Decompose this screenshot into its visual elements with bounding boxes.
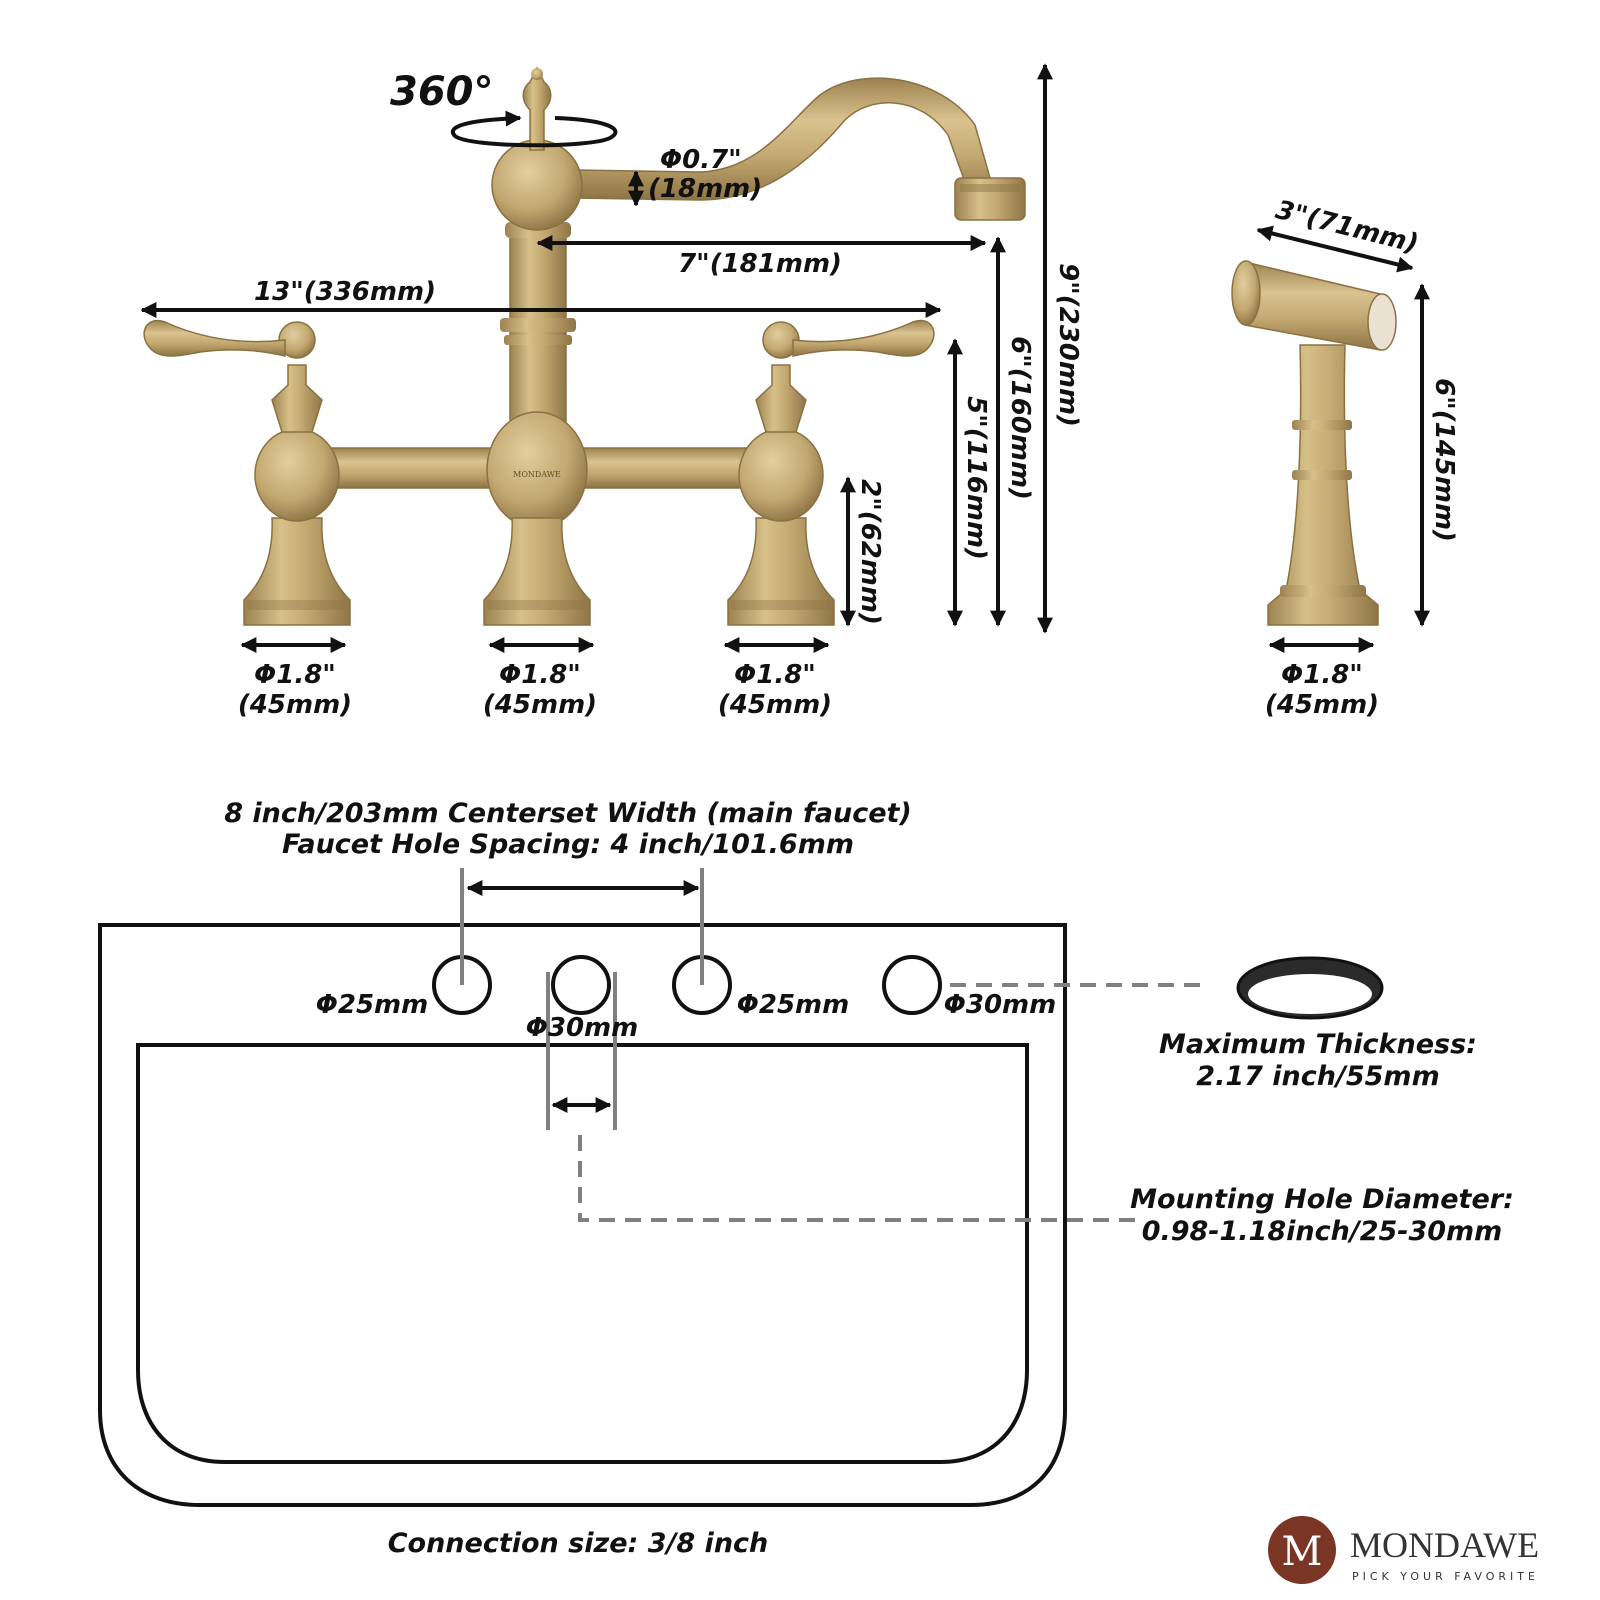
svg-text:7"(181mm): 7"(181mm) <box>678 249 842 279</box>
svg-text:(18mm): (18mm) <box>648 174 762 204</box>
connection-size-label: Connection size: 3/8 inch <box>388 1528 769 1559</box>
sink-basin <box>136 1043 1029 1464</box>
mounting-hole-line2: 0.98-1.18inch/25-30mm <box>1142 1216 1503 1247</box>
counter-thickness-ring <box>1236 956 1384 1020</box>
swivel-ball <box>491 139 583 231</box>
svg-text:(45mm): (45mm) <box>238 690 352 720</box>
center-base <box>483 517 591 626</box>
brand-monogram-circle <box>1268 1516 1336 1584</box>
svg-text:Φ1.8": Φ1.8" <box>734 660 816 690</box>
svg-text:(45mm): (45mm) <box>718 690 832 720</box>
svg-text:Φ1.8": Φ1.8" <box>1281 660 1363 690</box>
left-base <box>243 517 351 626</box>
spout-diameter-dim: Φ0.7" (18mm) <box>628 145 762 207</box>
centerset-width-label: 8 inch/203mm Centerset Width (main fauce… <box>224 798 912 829</box>
mounting-hole-line1: Mounting Hole Diameter: <box>1130 1184 1514 1215</box>
handle-height-dim: 5"(116mm) <box>947 338 991 627</box>
rotation-label: 360° <box>390 69 494 115</box>
sprayer-hole <box>882 955 942 1015</box>
right-handle <box>738 319 935 522</box>
svg-text:6"(160mm): 6"(160mm) <box>1005 336 1035 500</box>
max-thickness-line2: 2.17 inch/55mm <box>1196 1061 1439 1092</box>
svg-text:3"(71mm): 3"(71mm) <box>1273 195 1422 259</box>
svg-text:6"(145mm): 6"(145mm) <box>1429 378 1459 542</box>
max-thickness-line1: Maximum Thickness: <box>1159 1029 1477 1060</box>
right-base <box>727 517 835 626</box>
svg-text:5"(116mm): 5"(116mm) <box>961 396 991 560</box>
hole-spacing-label: Faucet Hole Spacing: 4 inch/101.6mm <box>282 829 854 860</box>
brand-tagline: PICK YOUR FAVORITE <box>1352 1570 1539 1583</box>
faucet-hole-center <box>551 955 611 1015</box>
sink-diagram: 8 inch/203mm Centerset Width (main fauce… <box>98 798 1514 1559</box>
rotation-indicator: 360° <box>390 69 618 148</box>
base-diameter-center: Φ1.8" (45mm) <box>483 637 597 720</box>
base-diameter-left: Φ1.8" (45mm) <box>238 637 352 720</box>
brand-name: MONDAWE <box>1350 1525 1539 1565</box>
hole-4-diameter: Φ30mm <box>944 990 1056 1020</box>
spray-head <box>1367 293 1397 351</box>
hole-2-diameter: Φ30mm <box>526 1013 638 1043</box>
svg-text:Φ1.8": Φ1.8" <box>254 660 336 690</box>
svg-text:(45mm): (45mm) <box>1265 690 1379 720</box>
brand-monogram: M <box>1282 1529 1323 1575</box>
sprayer-height-dim: 6"(145mm) <box>1414 283 1459 627</box>
spout-reach-dim: 7"(181mm) <box>536 235 987 279</box>
body-engraving: MONDAWE <box>513 470 561 479</box>
svg-text:13"(336mm): 13"(336mm) <box>254 277 436 307</box>
hole-3-diameter: Φ25mm <box>737 990 849 1020</box>
svg-text:2"(62mm): 2"(62mm) <box>855 479 885 625</box>
left-handle <box>143 319 340 522</box>
sink-outline <box>98 923 1067 1507</box>
svg-text:(45mm): (45mm) <box>483 690 597 720</box>
hole-1-diameter: Φ25mm <box>316 990 428 1020</box>
svg-text:Φ0.7": Φ0.7" <box>660 145 742 175</box>
total-height-dim: 9"(230mm) <box>1037 63 1083 634</box>
side-sprayer <box>1231 260 1397 626</box>
base-diameter-right: Φ1.8" (45mm) <box>718 637 832 720</box>
overall-width-dim: 13"(336mm) <box>140 277 942 318</box>
brand-logo: M MONDAWE PICK YOUR FAVORITE <box>1268 1516 1539 1584</box>
spout-height-dim: 6"(160mm) <box>990 236 1035 627</box>
bridge-faucet: MONDAWE <box>143 66 1026 626</box>
finial <box>522 66 552 151</box>
base-height-dim: 2"(62mm) <box>840 476 885 627</box>
sprayer-length-dim: 3"(71mm) <box>1256 195 1422 273</box>
svg-text:Φ1.8": Φ1.8" <box>499 660 581 690</box>
svg-text:9"(230mm): 9"(230mm) <box>1053 263 1083 427</box>
sprayer-base-diameter: Φ1.8" (45mm) <box>1265 637 1379 720</box>
